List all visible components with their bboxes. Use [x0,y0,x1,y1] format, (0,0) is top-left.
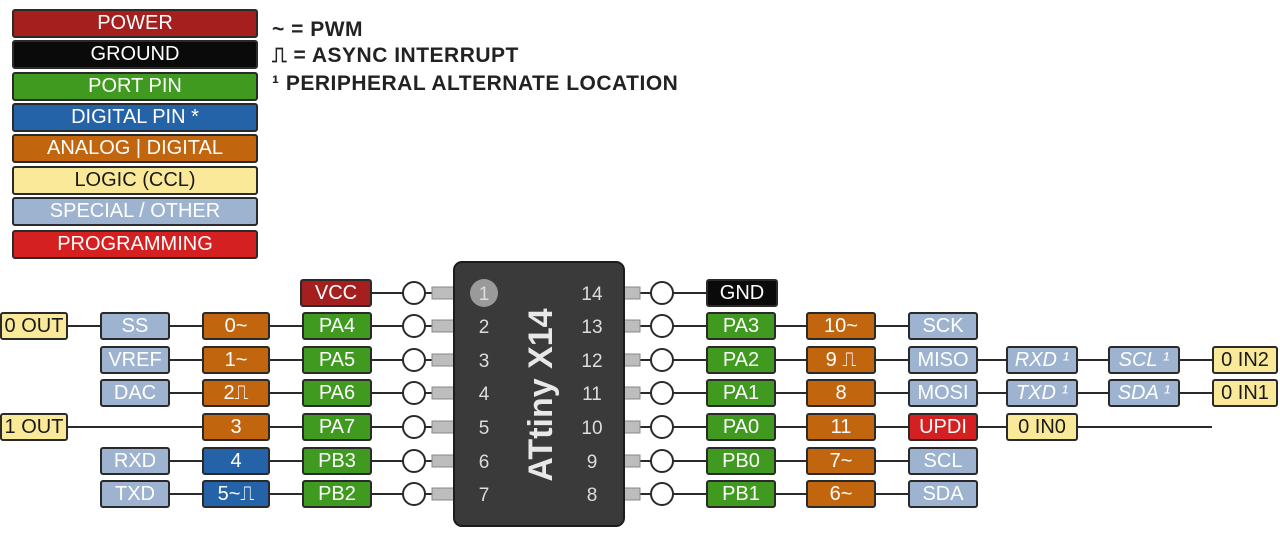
chip-body [453,261,625,527]
port-pin-label: PA2 [706,346,776,374]
chip-pin [431,353,457,367]
port-pin-label: PA5 [302,346,372,374]
pin-number: 5 [479,418,490,439]
special-label: UPDI [908,413,978,441]
special-label: VREF [100,346,170,374]
port-pin-label: PA4 [302,312,372,340]
legend-item: PORT PIN [12,72,258,101]
pin-circle [402,314,426,338]
legend-item: ANALOG | DIGITAL [12,134,258,163]
legend-item: LOGIC (CCL) [12,166,258,195]
pin-number: 12 [581,351,602,372]
special-label: TXD [100,480,170,508]
pin-circle [650,381,674,405]
port-pin-label: PB1 [706,480,776,508]
chip-pin [431,487,457,501]
pin-circle [402,381,426,405]
pin-number: 8 [587,485,598,506]
pin-number: 9 [587,452,598,473]
legend-item: DIGITAL PIN * [12,103,258,132]
port-pin-label: PA3 [706,312,776,340]
arduino-pin-label: 4 [202,447,270,475]
legend-item: PROGRAMMING [12,230,258,259]
logic-label: 0 IN2 [1212,346,1278,374]
pin-circle [650,348,674,372]
alt-special-label: SCL ¹ [1108,346,1180,374]
arduino-pin-label: 5~⎍ [202,480,270,508]
pin-number: 2 [479,317,490,338]
pin-number: 11 [582,384,602,405]
chip-name: ATtiny X14 [522,308,560,481]
arduino-pin-label: 1~ [202,346,270,374]
pin-number: 1 [479,284,490,305]
pin-circle [650,482,674,506]
pin-number: 13 [581,317,602,338]
legend-item: POWER [12,9,258,38]
port-pin-label: PB3 [302,447,372,475]
special-label: MOSI [908,379,978,407]
alt-special-label: RXD ¹ [1006,346,1078,374]
legend-note: ~ = PWM [272,18,364,41]
port-pin-label: PA0 [706,413,776,441]
special-label: SDA [908,480,978,508]
pin-number: 14 [581,284,603,305]
arduino-pin-label: 2⎍ [202,379,270,407]
chip-pin [431,286,457,300]
logic-label: 1 OUT [0,413,68,441]
pin-circle [402,415,426,439]
pin-circle [650,281,674,305]
arduino-pin-label: 0~ [202,312,270,340]
arduino-pin-label: 3 [202,413,270,441]
pin-circle [402,482,426,506]
port-pin-label: PA6 [302,379,372,407]
special-label: SS [100,312,170,340]
pin-circle [402,449,426,473]
pin-circle [402,348,426,372]
arduino-pin-label: 8 [806,379,876,407]
arduino-pin-label: 6~ [806,480,876,508]
arduino-pin-label: 9 ⎍ [806,346,876,374]
vcc-label: VCC [300,279,372,307]
pin-number: 10 [581,418,602,439]
chip-pin [431,386,457,400]
legend-item: GROUND [12,40,258,69]
pin-circle [650,415,674,439]
logic-label: 0 IN0 [1006,413,1078,441]
chip-pin [431,319,457,333]
logic-label: 0 OUT [0,312,68,340]
arduino-pin-label: 7~ [806,447,876,475]
pin-circle [650,314,674,338]
arduino-pin-label: 10~ [806,312,876,340]
pin-number: 4 [479,384,490,405]
gnd-label: GND [706,279,778,307]
chip-pin [431,420,457,434]
special-label: DAC [100,379,170,407]
pin1-marker [470,279,498,307]
logic-label: 0 IN1 [1212,379,1278,407]
special-label: SCK [908,312,978,340]
legend-item: SPECIAL / OTHER [12,197,258,226]
special-label: SCL [908,447,978,475]
port-pin-label: PB0 [706,447,776,475]
alt-special-label: SDA ¹ [1108,379,1180,407]
alt-special-label: TXD ¹ [1006,379,1078,407]
chip-pin [431,454,457,468]
pin-number: 3 [479,351,490,372]
pin-circle [402,281,426,305]
special-label: MISO [908,346,978,374]
legend-note: ⎍ = ASYNC INTERRUPT [272,44,519,67]
pin-circle [650,449,674,473]
legend-note: ¹ PERIPHERAL ALTERNATE LOCATION [272,72,679,95]
pin-number: 7 [479,485,490,506]
port-pin-label: PA7 [302,413,372,441]
pin-number: 6 [479,452,490,473]
port-pin-label: PB2 [302,480,372,508]
arduino-pin-label: 11 [806,413,876,441]
port-pin-label: PA1 [706,379,776,407]
special-label: RXD [100,447,170,475]
